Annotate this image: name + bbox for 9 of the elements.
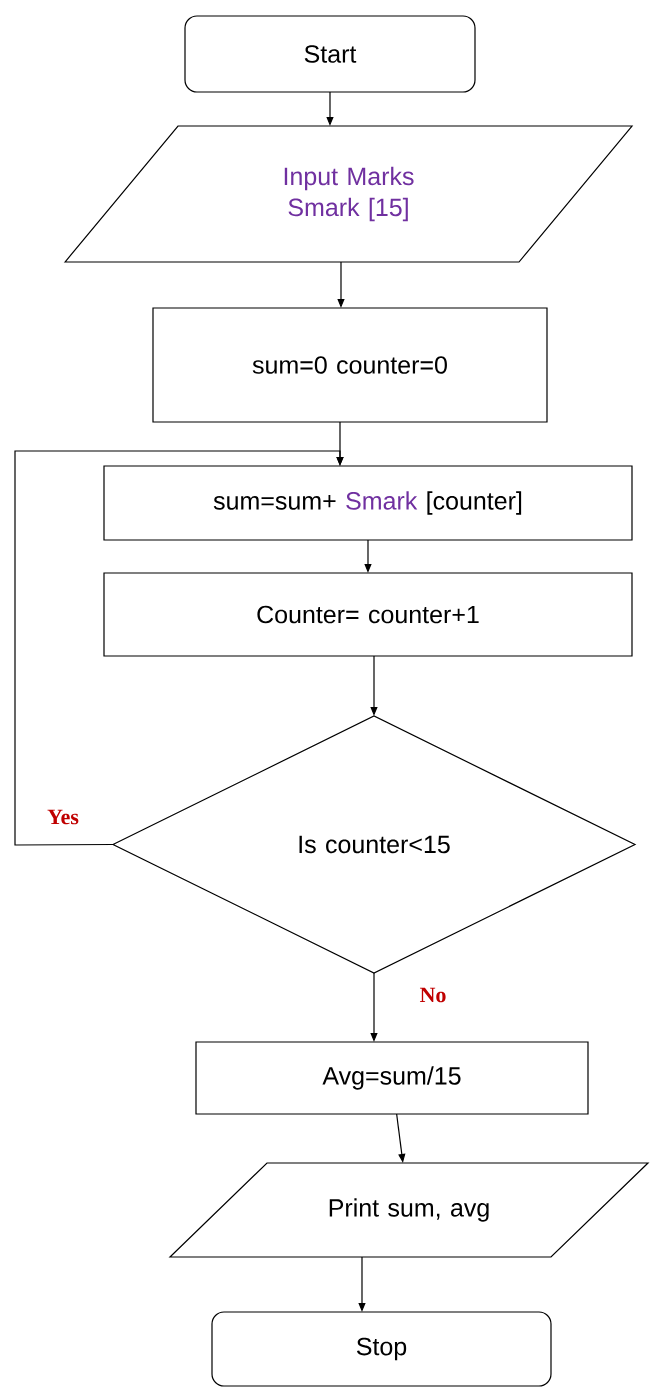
edge-label: Yes [46, 808, 80, 826]
terminal-box: Start [184, 15, 476, 93]
process-box: Counter= counter+1 [103, 572, 633, 657]
terminal-box: Stop [211, 1311, 552, 1387]
process-box: sum=0 counter=0 [152, 307, 548, 423]
process-box: Avg=sum/15 [195, 1041, 589, 1115]
arrow [14, 450, 344, 846]
process-box: sum=sum+ Smark [counter] [103, 465, 633, 541]
edge-label: No [418, 986, 448, 1004]
